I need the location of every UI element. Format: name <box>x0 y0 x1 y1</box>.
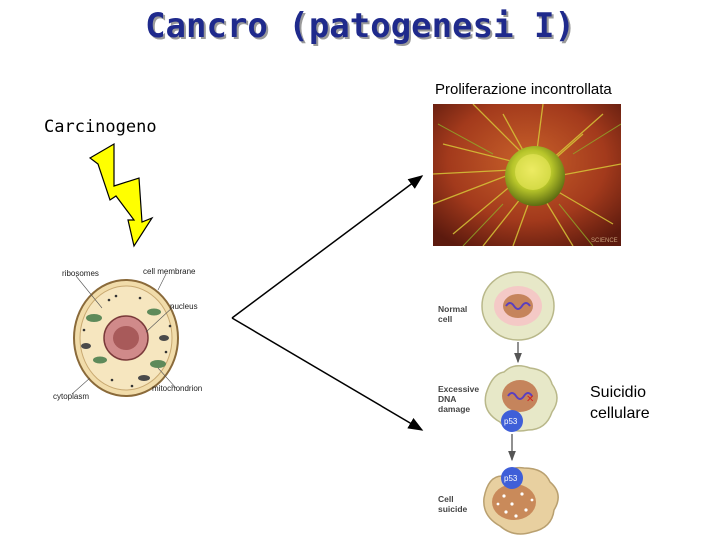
uncontrolled-proliferation-label: Proliferazione incontrollata <box>435 81 612 98</box>
p53-label-a: p53 <box>504 417 518 426</box>
dna-damage-label-line2: DNA <box>438 394 457 404</box>
normal-cell-label: Normal cell <box>438 304 467 324</box>
cancer-cell-photo: SCIENCE <box>433 104 621 246</box>
lightning-bolt-icon <box>88 142 154 248</box>
dna-damage-label: Excessive DNA damage <box>438 384 479 414</box>
cytoplasm-label: cytoplasm <box>53 392 90 401</box>
cell-suicide-label: Cell suicide <box>438 494 467 514</box>
cell-suicide-caption: Suicidio cellulare <box>590 382 650 424</box>
cell-suicide-label-line2: suicide <box>438 504 468 514</box>
cell-suicide-label-line1: Cell <box>438 494 454 504</box>
cell-diagram <box>71 273 179 397</box>
page-title: Cancro (patogenesi I) <box>145 6 575 46</box>
dna-damage-label-line1: Excessive <box>438 384 480 394</box>
p53-label-b: p53 <box>504 474 518 483</box>
apoptosis-diagram: ✕ p53 p53 <box>481 271 559 535</box>
cell-suicide-caption-line1: Suicidio <box>590 384 647 401</box>
ribosomes-label: ribosomes <box>62 269 99 278</box>
cell-membrane-label: cell membrane <box>143 267 196 276</box>
normal-cell-label-line2: cell <box>438 314 453 324</box>
normal-cell-label-line1: Normal <box>438 304 468 314</box>
mitochondrion-label: mitochondrion <box>152 384 203 393</box>
svg-text:SCIENCE: SCIENCE <box>591 238 618 244</box>
carcinogen-label: Carcinogeno <box>44 117 157 137</box>
cell-suicide-caption-line2: cellulare <box>590 405 650 422</box>
svg-text:✕: ✕ <box>526 394 534 405</box>
dna-damage-label-line3: damage <box>438 404 471 414</box>
nucleus-label: nucleus <box>170 302 198 311</box>
